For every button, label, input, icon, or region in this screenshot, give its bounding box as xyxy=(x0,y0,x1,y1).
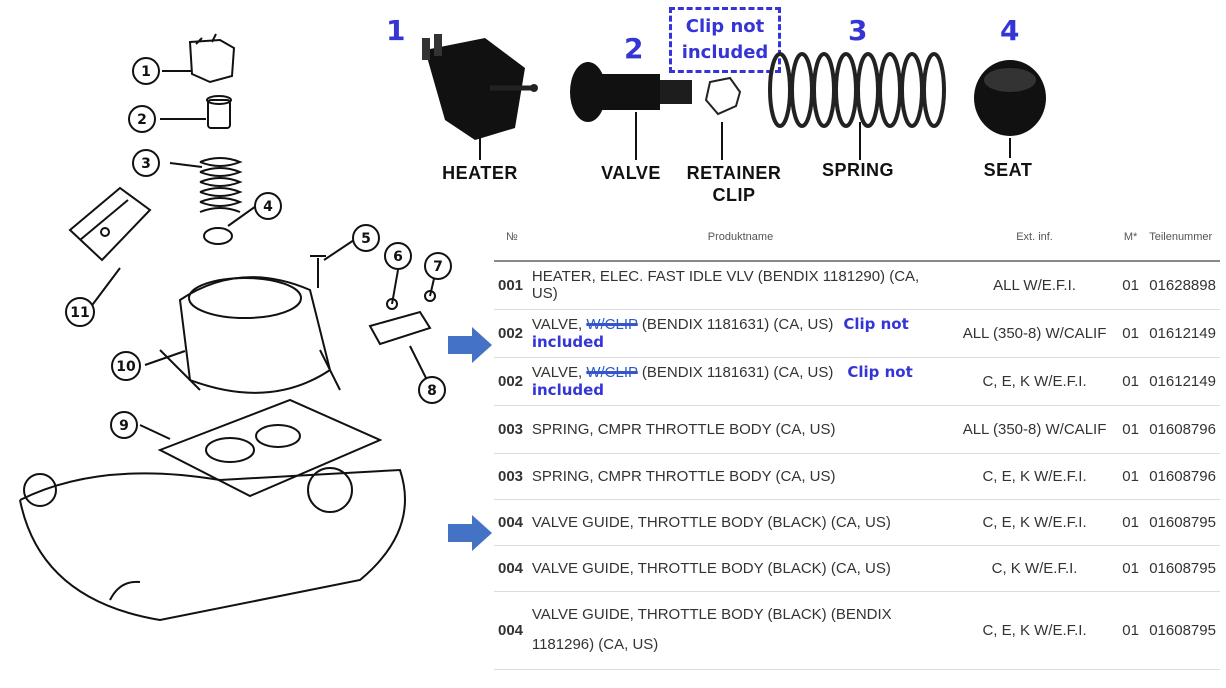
retainer-clip-image xyxy=(704,76,742,116)
clip-note-line2: included xyxy=(681,42,769,63)
row-m: 01 xyxy=(1115,405,1146,454)
row-ext: ALL (350-8) W/CALIF xyxy=(953,405,1116,454)
row-name: VALVE GUIDE, THROTTLE BODY (BLACK) (BEND… xyxy=(527,591,954,670)
table-header-row: № Produktname Ext. inf. M* Teilenummer xyxy=(494,214,1220,262)
highlight-arrow-icon xyxy=(448,327,492,363)
callout-4: 4 xyxy=(263,199,273,215)
row-part-number-link[interactable]: 01608795 xyxy=(1145,545,1220,592)
row-ext: C, E, K W/E.F.I. xyxy=(953,357,1116,406)
valve-part-image xyxy=(570,62,692,122)
table-row: 004 VALVE GUIDE, THROTTLE BODY (BLACK) (… xyxy=(494,499,1220,546)
row-name: VALVE GUIDE, THROTTLE BODY (BLACK) (CA, … xyxy=(527,545,954,592)
row-no: 004 xyxy=(494,499,528,546)
row-name: VALVE, W/CLIP (BENDIX 1181631) (CA, US)C… xyxy=(527,309,954,358)
row-no: 002 xyxy=(494,357,528,406)
row-m: 01 xyxy=(1115,545,1146,592)
row-ext: C, E, K W/E.F.I. xyxy=(953,499,1116,546)
row-part-number-link[interactable]: 01612149 xyxy=(1145,357,1220,406)
row-no: 004 xyxy=(494,591,528,670)
row-part-number-link[interactable]: 01608796 xyxy=(1145,453,1220,500)
callout-3: 3 xyxy=(141,156,151,172)
name-text: (BENDIX 1181631) (CA, US) xyxy=(637,364,834,381)
clip-not-included-box: Clip not included xyxy=(669,7,781,73)
clip-not-included-note: Clip not included xyxy=(531,363,913,399)
row-name: SPRING, CMPR THROTTLE BODY (CA, US) xyxy=(527,453,954,500)
callout-9: 9 xyxy=(119,418,129,434)
callout-number-4: 4 xyxy=(1000,14,1020,47)
name-text: (BENDIX 1181631) (CA, US) xyxy=(637,316,834,333)
row-ext: C, E, K W/E.F.I. xyxy=(953,591,1116,670)
retainer-clip-label: RETAINER CLIP xyxy=(684,162,784,206)
table-row: 002 VALVE, W/CLIP (BENDIX 1181631) (CA, … xyxy=(494,357,1220,406)
parts-photo-strip xyxy=(422,34,1046,160)
row-m: 01 xyxy=(1115,499,1146,546)
row-part-number-link[interactable]: 01628898 xyxy=(1145,261,1220,310)
seat-label: SEAT xyxy=(983,160,1033,180)
valve-label: VALVE xyxy=(601,163,661,183)
header-name: Produktname xyxy=(527,214,954,262)
callout-10: 10 xyxy=(116,359,136,375)
header-m: M* xyxy=(1115,214,1146,262)
row-m: 01 xyxy=(1115,261,1146,310)
table-row: 002 VALVE, W/CLIP (BENDIX 1181631) (CA, … xyxy=(494,309,1220,358)
exploded-diagram: 1 2 3 4 5 6 7 8 9 10 11 xyxy=(19,33,452,622)
retainer-label-line2: CLIP xyxy=(712,185,756,205)
table-row: 003 SPRING, CMPR THROTTLE BODY (CA, US) … xyxy=(494,405,1220,454)
struck-text: W/CLIP xyxy=(586,364,638,381)
heater-label: HEATER xyxy=(442,163,518,183)
callout-number-1: 1 xyxy=(386,14,406,47)
retainer-label-line1: RETAINER xyxy=(686,163,782,183)
row-no: 003 xyxy=(494,453,528,500)
callout-2: 2 xyxy=(137,112,147,128)
name-text: VALVE, xyxy=(531,364,587,381)
callout-7: 7 xyxy=(433,259,443,275)
row-part-number-link[interactable]: 01608795 xyxy=(1145,499,1220,546)
row-ext: C, K W/E.F.I. xyxy=(953,545,1116,592)
table-row: 001 HEATER, ELEC. FAST IDLE VLV (BENDIX … xyxy=(494,261,1220,310)
struck-text: W/CLIP xyxy=(586,316,638,333)
name-text: VALVE, xyxy=(531,316,587,333)
callout-5: 5 xyxy=(361,231,371,247)
row-part-number-link[interactable]: 01608796 xyxy=(1145,405,1220,454)
row-m: 01 xyxy=(1115,591,1146,670)
row-ext: ALL W/E.F.I. xyxy=(953,261,1116,310)
row-name: VALVE, W/CLIP (BENDIX 1181631) (CA, US)C… xyxy=(527,357,954,406)
callout-1: 1 xyxy=(141,64,151,80)
heater-part-image xyxy=(422,34,538,140)
row-no: 003 xyxy=(494,405,528,454)
clip-not-included-note: Clip not included xyxy=(531,315,909,351)
spring-part-image xyxy=(768,52,946,128)
seat-part-image xyxy=(974,60,1046,136)
row-no: 004 xyxy=(494,545,528,592)
row-ext: C, E, K W/E.F.I. xyxy=(953,453,1116,500)
parts-table: № Produktname Ext. inf. M* Teilenummer 0… xyxy=(494,214,1220,670)
row-part-number-link[interactable]: 01612149 xyxy=(1145,309,1220,358)
header-part: Teilenummer xyxy=(1145,214,1220,262)
row-no: 001 xyxy=(494,261,528,310)
table-row: 004 VALVE GUIDE, THROTTLE BODY (BLACK) (… xyxy=(494,591,1220,670)
row-part-number-link[interactable]: 01608795 xyxy=(1145,591,1220,670)
row-name: HEATER, ELEC. FAST IDLE VLV (BENDIX 1181… xyxy=(527,261,954,310)
row-name: VALVE GUIDE, THROTTLE BODY (BLACK) (CA, … xyxy=(527,499,954,546)
row-ext: ALL (350-8) W/CALIF xyxy=(953,309,1116,358)
header-ext: Ext. inf. xyxy=(953,214,1116,262)
table-row: 004 VALVE GUIDE, THROTTLE BODY (BLACK) (… xyxy=(494,545,1220,592)
callout-11: 11 xyxy=(70,305,89,321)
highlight-arrow-icon xyxy=(448,515,492,551)
callout-number-2: 2 xyxy=(624,32,644,65)
clip-note-line1: Clip not xyxy=(685,16,765,37)
callout-number-3: 3 xyxy=(848,14,868,47)
row-m: 01 xyxy=(1115,309,1146,358)
row-m: 01 xyxy=(1115,357,1146,406)
header-no: № xyxy=(494,214,528,262)
table-row: 003 SPRING, CMPR THROTTLE BODY (CA, US) … xyxy=(494,453,1220,500)
row-no: 002 xyxy=(494,309,528,358)
row-name: SPRING, CMPR THROTTLE BODY (CA, US) xyxy=(527,405,954,454)
spring-label: SPRING xyxy=(821,160,894,180)
row-m: 01 xyxy=(1115,453,1146,500)
callout-6: 6 xyxy=(393,249,403,265)
callout-8: 8 xyxy=(427,383,437,399)
